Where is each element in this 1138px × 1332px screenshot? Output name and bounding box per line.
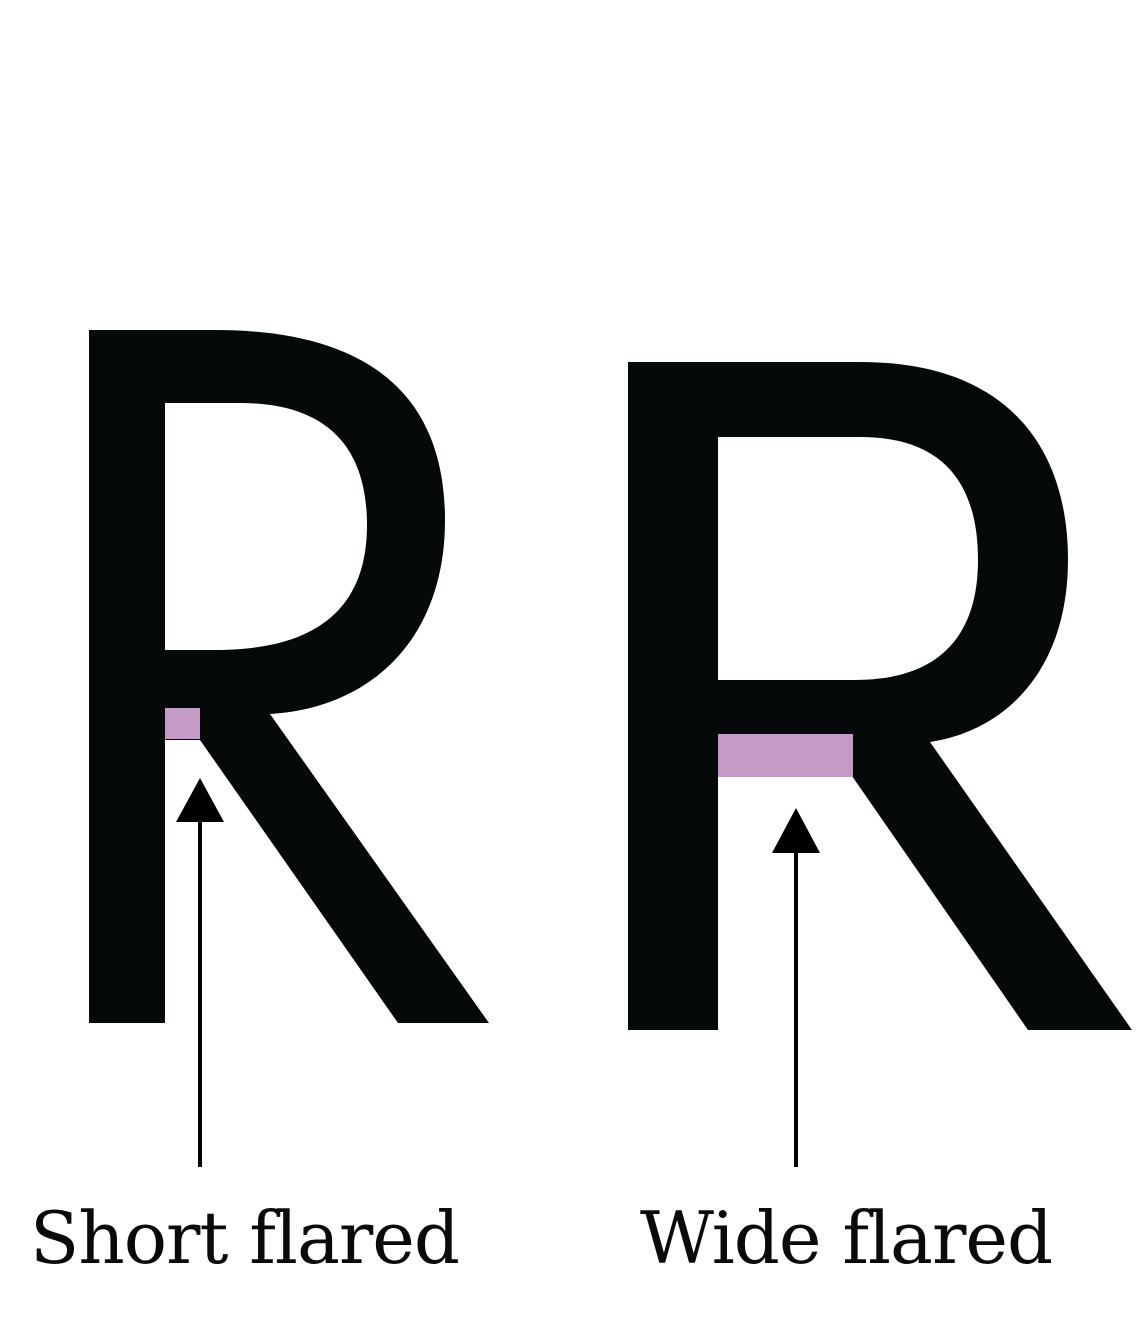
short-flared-label: Short flared: [30, 1196, 460, 1280]
letter-r-short-flared: [89, 330, 489, 1023]
letter-r-short-glyph: [89, 330, 489, 1023]
arrow-short: [176, 778, 224, 1167]
letter-r-wide-flared: [628, 362, 1132, 1030]
arrow-wide: [772, 808, 820, 1167]
letter-r-wide-glyph: [628, 362, 1132, 1030]
arrow-wide-head: [772, 808, 820, 853]
wide-flared-label: Wide flared: [640, 1196, 1053, 1280]
arrow-short-head: [176, 778, 224, 822]
short-flare-highlight: [165, 708, 200, 739]
wide-flare-highlight: [718, 734, 853, 777]
